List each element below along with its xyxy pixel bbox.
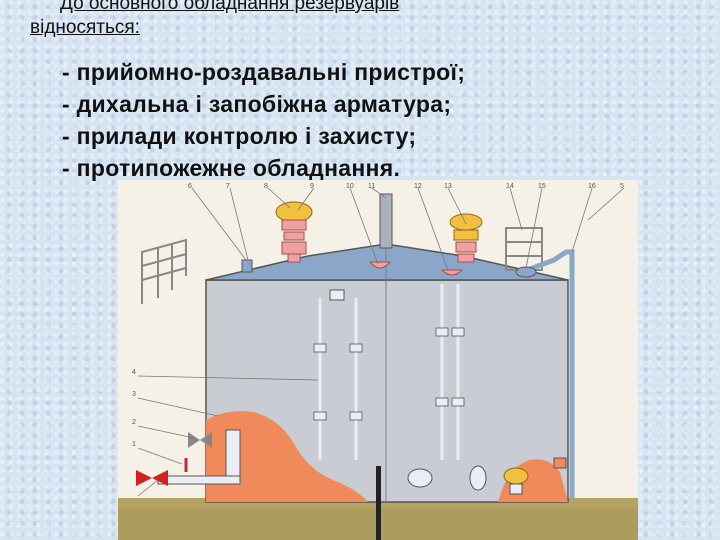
breathing-valve-left <box>275 201 313 263</box>
inlet-pipe-riser <box>225 429 241 481</box>
gauge-bracket <box>451 327 465 337</box>
callout-label: 4 <box>132 369 136 376</box>
gauge-bracket <box>313 343 327 353</box>
tank-diagram: 6 7 8 9 10 11 12 13 14 15 16 5 4 3 2 1 <box>118 180 638 540</box>
callout-label: 12 <box>414 183 422 190</box>
callout-label: 11 <box>368 183 375 190</box>
level-gauge-left <box>318 298 358 460</box>
list-item: - прийомно-роздавальні пристрої; <box>62 59 466 85</box>
heading-line-1: До основного обладнання резервуарів <box>60 0 400 14</box>
vent-pipe-left <box>241 259 253 273</box>
callout-leaders <box>137 187 625 497</box>
roof-hatch <box>440 269 464 276</box>
gauge-head <box>329 289 345 301</box>
callout-label: 1 <box>132 441 136 448</box>
callout-label: 16 <box>588 183 596 190</box>
callout-label: 15 <box>538 183 546 190</box>
list-item: - прилади контролю і захисту; <box>62 123 417 149</box>
roof-hatch <box>368 261 392 269</box>
gauge-bracket <box>451 397 465 407</box>
heading-line-2: відносяться: <box>30 17 140 38</box>
gauge-bracket <box>435 397 449 407</box>
side-box <box>553 457 567 469</box>
callout-label: 3 <box>132 391 136 398</box>
callout-label: 5 <box>620 183 624 190</box>
foam-chamber <box>503 467 529 495</box>
callout-numbers: 6 7 8 9 10 11 12 13 14 15 16 5 4 3 2 1 <box>132 183 624 448</box>
bottom-fitting <box>469 465 487 491</box>
callout-label: 9 <box>310 183 314 190</box>
callout-label: 6 <box>188 183 192 190</box>
callout-label: 14 <box>506 183 514 190</box>
callout-label: 7 <box>226 183 230 190</box>
list-item: - протипожежне обладнання. <box>62 155 401 181</box>
callout-label: 10 <box>346 183 354 190</box>
list-item: - дихальна і запобіжна арматура; <box>62 91 452 117</box>
inlet-pipe <box>157 475 241 485</box>
central-mast <box>379 193 393 249</box>
callout-label: 13 <box>444 183 452 190</box>
gauge-bracket <box>349 343 363 353</box>
tank-diagram-drawing: 6 7 8 9 10 11 12 13 14 15 16 5 4 3 2 1 <box>118 180 638 540</box>
callout-label: 8 <box>264 183 268 190</box>
drain-rod <box>376 466 381 540</box>
gauge-bracket <box>349 411 363 421</box>
red-valve <box>136 470 168 486</box>
callout-label: 2 <box>132 419 136 426</box>
gauge-bracket <box>435 327 449 337</box>
sediment-left <box>206 411 368 502</box>
roof-drain-pipe <box>521 249 575 498</box>
valve-upper <box>188 432 200 448</box>
equipment-list: - прийомно-роздавальні пристрої; - дихал… <box>62 56 465 184</box>
pipe-elbow <box>515 266 537 278</box>
slide-heading: До основного обладнання резервуарів відн… <box>0 0 720 40</box>
level-gauge-right <box>440 284 460 460</box>
bottom-fitting <box>407 468 433 488</box>
gauge-bracket <box>313 411 327 421</box>
breathing-valve-right <box>449 213 483 263</box>
left-railing <box>141 238 187 304</box>
